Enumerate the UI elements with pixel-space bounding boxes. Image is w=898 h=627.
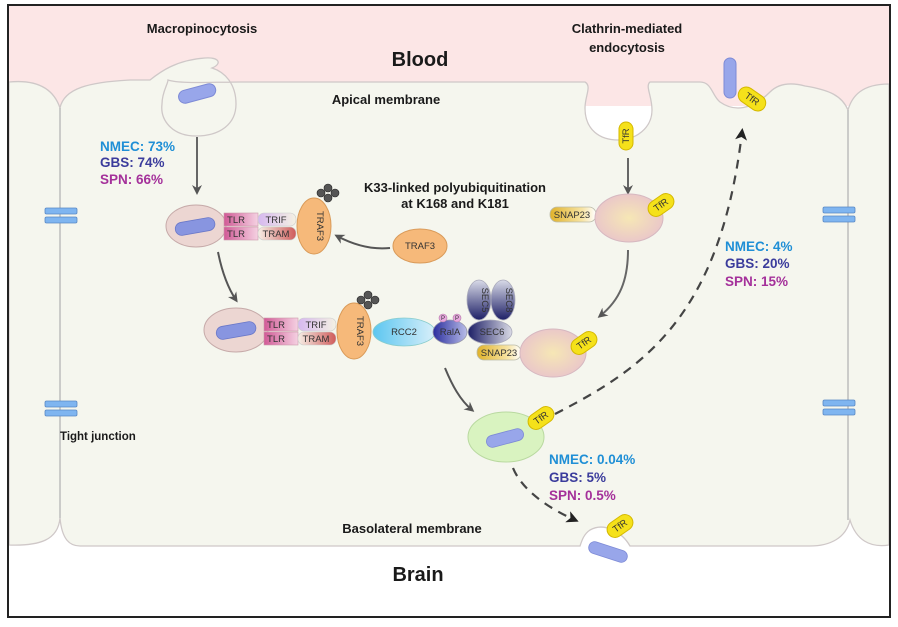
svg-text:P: P	[455, 316, 459, 322]
trif-box	[257, 212, 297, 227]
stat-transcytosis-gbs: GBS: 5%	[549, 470, 606, 485]
sec8-oval	[490, 279, 516, 321]
arrow-recycling-dashed	[554, 128, 748, 415]
svg-text:TLR: TLR	[267, 334, 285, 345]
arrow-vesicle-transition	[217, 251, 238, 303]
stat-recycle-spn: SPN: 15%	[725, 274, 788, 289]
sec6-oval	[467, 319, 513, 345]
stat-transcytosis-spn: SPN: 0.5%	[549, 488, 616, 503]
endothelial-cell-layer	[8, 57, 890, 547]
tight-junction-right-top	[822, 206, 856, 223]
clathrin-label-line2: endocytosis	[589, 40, 665, 55]
brain-label: Brain	[392, 564, 443, 586]
tight-junction-label: Tight junction	[60, 431, 136, 443]
bacterium-icon	[178, 83, 217, 104]
vesicle-complex-1: TLR TLR TRIF TRAM TRAF3	[165, 183, 340, 255]
svg-text:TRAF3: TRAF3	[354, 316, 365, 346]
tfr-receptor: TfR	[527, 406, 555, 430]
tight-junction-left-top	[44, 207, 78, 224]
tfr-receptor: TfR	[647, 193, 675, 217]
svg-text:P: P	[441, 316, 445, 322]
svg-text:TfR: TfR	[621, 128, 632, 143]
transcytotic-vesicle: TfR	[467, 406, 555, 463]
basolateral-membrane-label: Basolateral membrane	[342, 521, 481, 536]
svg-text:TRAM: TRAM	[263, 229, 290, 240]
tfr-receptor-apical: TfR	[737, 86, 767, 112]
arrow-to-recycling	[597, 249, 629, 318]
traf3-oval	[296, 197, 332, 255]
traf3-oval	[336, 302, 372, 360]
tfr-receptor-basolateral: TfR	[606, 514, 634, 538]
stat-transcytosis-nmec: NMEC: 0.04%	[549, 452, 635, 467]
bacterium-icon	[174, 217, 216, 236]
clathrin-label-line1: Clathrin-mediated	[572, 21, 683, 36]
svg-text:TRAF3: TRAF3	[314, 211, 325, 241]
ubiquitin-chain-icon	[316, 183, 340, 203]
bacterium-icon	[215, 321, 257, 340]
stat-macro-gbs: GBS: 74%	[100, 155, 165, 170]
tram-box	[297, 331, 337, 346]
svg-text:SEC6: SEC6	[480, 327, 505, 338]
svg-text:TRAM: TRAM	[303, 334, 330, 345]
rala-oval	[432, 319, 468, 345]
stat-macro-nmec: NMEC: 73%	[100, 139, 175, 154]
apical-membrane-label: Apical membrane	[332, 92, 440, 107]
ubiquitin-chain-icon	[356, 290, 380, 310]
stat-macro-spn: SPN: 66%	[100, 172, 163, 187]
tfr-receptor-pit: TfR	[618, 121, 634, 151]
macropinocytosis-label: Macropinocytosis	[147, 21, 258, 36]
svg-text:SNAP23: SNAP23	[554, 210, 590, 221]
stat-recycle-nmec: NMEC: 4%	[725, 239, 793, 254]
svg-text:RCC2: RCC2	[391, 327, 417, 338]
tight-junction-right-bottom	[822, 399, 856, 416]
blood-label: Blood	[392, 49, 449, 71]
svg-text:RalA: RalA	[440, 327, 461, 338]
recycling-vesicle: TfR	[519, 328, 598, 378]
stat-recycle-gbs: GBS: 20%	[725, 256, 790, 271]
bacterium-icon	[486, 428, 524, 448]
frame-border	[7, 4, 891, 618]
svg-text:TLR: TLR	[227, 229, 245, 240]
sorting-vesicle: SNAP23 TfR	[549, 193, 675, 243]
ubiquitination-label-line2: at K168 and K181	[401, 196, 509, 211]
traf3-free: TRAF3	[392, 228, 448, 264]
ubiquitination-label-line1: K33-linked polyubiquitination	[364, 180, 546, 195]
phosphate-icon	[438, 313, 448, 323]
arrow-transcytosis-dashed	[511, 467, 579, 523]
bacterium-icon	[723, 57, 737, 99]
svg-text:TRAF3: TRAF3	[405, 241, 435, 252]
trif-box	[297, 317, 337, 332]
arrow-traf3-recruit	[334, 234, 391, 250]
arrow-to-transcytosis	[444, 367, 475, 412]
svg-text:TLR: TLR	[267, 320, 285, 331]
tfr-receptor: TfR	[570, 331, 598, 355]
tight-junction-left-bottom	[44, 400, 78, 417]
vesicle-complex-2: TLR TLR TRIF TRAM TRAF3 RCC2 RalA P P SE…	[203, 279, 522, 361]
svg-text:TLR: TLR	[227, 215, 245, 226]
svg-text:TRIF: TRIF	[305, 320, 326, 331]
svg-text:SEC5: SEC5	[479, 288, 490, 313]
svg-text:TRIF: TRIF	[265, 215, 286, 226]
svg-text:SEC8: SEC8	[503, 288, 514, 313]
phosphate-icon	[452, 313, 462, 323]
bacterium-icon	[588, 541, 628, 563]
tram-box	[257, 226, 297, 241]
svg-text:SNAP23: SNAP23	[481, 348, 517, 359]
